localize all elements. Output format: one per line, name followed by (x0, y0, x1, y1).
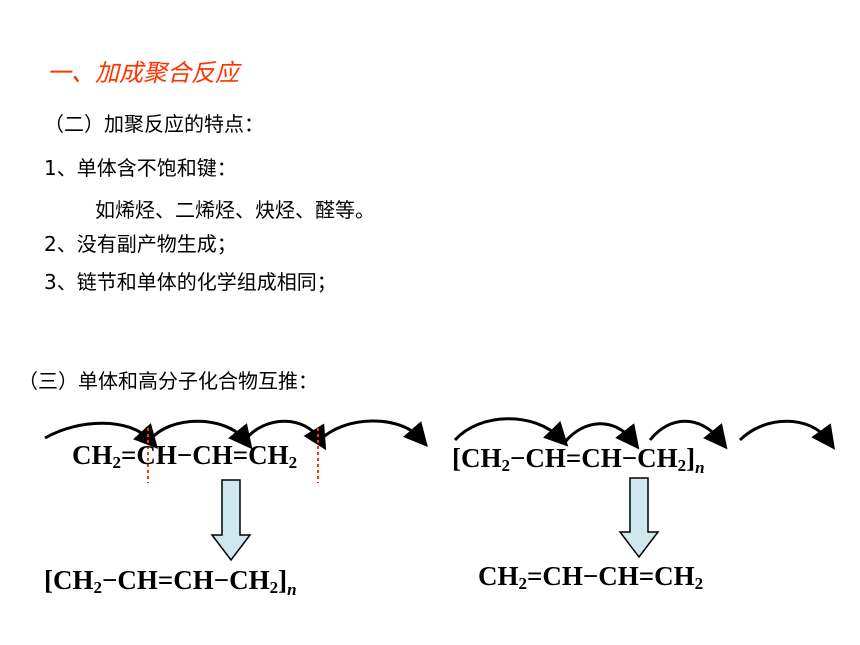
right-polymer-formula: [CH2−CH=CH−CH2]n (452, 443, 705, 477)
subsection-3-heading: （三）单体和高分子化合物互推： (18, 369, 318, 393)
left-down-arrow-icon (210, 479, 252, 562)
left-monomer-formula: CH2=CH−CH=CH2 (72, 440, 298, 472)
section-title: 一、加成聚合反应 (47, 59, 239, 87)
point-2: 2、没有副产物生成； (44, 232, 237, 256)
point-3: 3、链节和单体的化学组成相同； (44, 270, 337, 294)
right-monomer-formula: CH2=CH−CH=CH2 (478, 561, 704, 593)
left-polymer-formula: [CH2−CH=CH−CH2]n (44, 565, 297, 599)
point-1-examples: 如烯烃、二烯烃、炔烃、醛等。 (95, 198, 375, 222)
subsection-2-heading: （二）加聚反应的特点： (44, 112, 264, 136)
point-1: 1、单体含不饱和键： (44, 156, 237, 180)
left-electron-arrows (44, 419, 428, 451)
right-down-arrow-icon (618, 477, 660, 559)
right-electron-arrows (453, 417, 836, 450)
